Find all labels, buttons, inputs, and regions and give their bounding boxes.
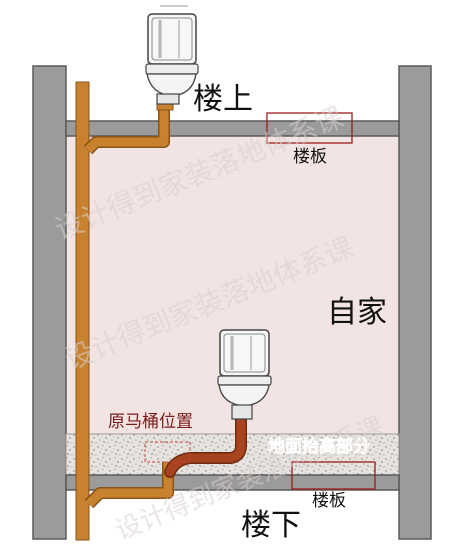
original-toilet-position-label: 原马桶位置 <box>108 412 193 432</box>
raised-floor-label: 地面抬高部分 <box>268 436 370 457</box>
upper-slab-label-box <box>266 112 353 144</box>
lower-slab-label-box <box>291 461 376 490</box>
downstairs-label: 楼下 <box>241 508 301 543</box>
left-wall <box>32 65 67 540</box>
upstairs-label: 楼上 <box>193 82 253 117</box>
upper-floor-slab <box>65 120 400 137</box>
relocated-toilet-icon <box>217 329 272 420</box>
own-home-label: 自家 <box>327 295 387 330</box>
upstairs-toilet-icon <box>145 5 199 105</box>
original-toilet-position-marker <box>144 441 191 463</box>
upper-slab-label: 楼板 <box>293 147 327 167</box>
lower-floor-slab <box>65 474 400 491</box>
lower-slab-label: 楼板 <box>312 491 346 511</box>
vertical-drain-stack <box>75 81 90 541</box>
right-wall <box>398 65 432 540</box>
